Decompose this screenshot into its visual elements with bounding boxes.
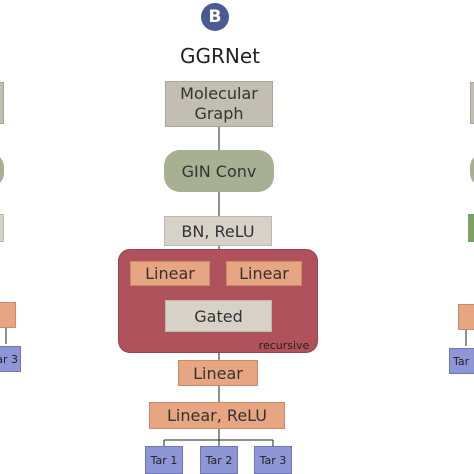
recursive-label: recursive <box>251 337 317 353</box>
recursive-text: recursive <box>258 338 310 352</box>
left-tar3-label: Tar 3 <box>0 352 18 366</box>
molecular-graph-node: Molecular Graph <box>165 81 273 127</box>
gated-label: Gated <box>194 306 243 326</box>
gin-conv-node: GIN Conv <box>164 150 274 192</box>
bn-relu-label: BN, ReLU <box>181 221 255 241</box>
diagram-title: GGRNet <box>160 42 280 70</box>
gin-conv-label: GIN Conv <box>181 161 257 181</box>
panel-badge-label: B <box>208 7 222 27</box>
right-partial-green-box <box>468 214 474 242</box>
molecular-graph-label: Molecular Graph <box>180 84 258 123</box>
diagram-title-text: GGRNet <box>180 44 260 68</box>
left-partial-gin-box <box>0 153 4 187</box>
right-tar-label: Tar <box>453 354 470 368</box>
linear-right-label: Linear <box>239 264 289 283</box>
linear-mid-label: Linear <box>193 363 243 383</box>
bn-relu-node: BN, ReLU <box>164 216 272 246</box>
linear-relu-node: Linear, ReLU <box>149 402 285 429</box>
right-partial-tar: Tar <box>449 348 474 374</box>
linear-relu-label: Linear, ReLU <box>167 406 267 425</box>
target-3-label: Tar 3 <box>259 453 287 467</box>
target-2-node: Tar 2 <box>200 446 238 474</box>
left-partial-orange-box <box>0 302 16 328</box>
linear-right-node: Linear <box>226 261 302 286</box>
left-partial-tar3: Tar 3 <box>0 346 21 372</box>
right-partial-graph-box <box>470 82 474 124</box>
target-1-label: Tar 1 <box>150 453 178 467</box>
linear-mid-node: Linear <box>178 360 258 386</box>
target-2-label: Tar 2 <box>205 453 233 467</box>
gated-node: Gated <box>165 300 272 332</box>
left-partial-graph-box <box>0 82 4 124</box>
panel-badge: B <box>201 3 229 31</box>
target-1-node: Tar 1 <box>145 446 183 474</box>
left-partial-bn-box <box>0 214 4 242</box>
target-3-node: Tar 3 <box>254 446 292 474</box>
right-partial-orange-box <box>458 304 474 330</box>
linear-left-node: Linear <box>130 261 210 286</box>
right-partial-gin-box <box>470 153 474 187</box>
linear-left-label: Linear <box>145 264 195 283</box>
